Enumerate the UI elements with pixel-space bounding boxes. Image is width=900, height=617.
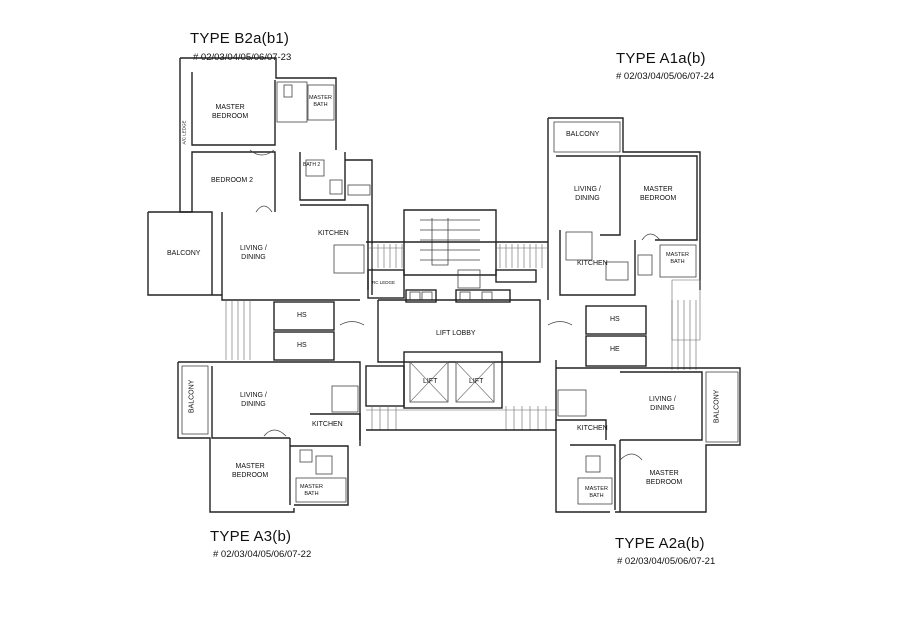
unit-a3-walls xyxy=(177,361,361,513)
room-hs-1: HS xyxy=(297,312,307,319)
room-a2a-living: LIVING / DINING xyxy=(649,396,676,412)
room-a1a-kitchen: KITCHEN xyxy=(577,260,608,267)
lift-1-label: LIFT xyxy=(423,378,438,385)
room-hs-2: HS xyxy=(297,342,307,349)
unit-b2a-walls xyxy=(147,57,373,301)
rc-ledge-label: RC LEDGE xyxy=(372,280,396,285)
type-a3-units: # 02/03/04/05/06/07-22 xyxy=(213,549,312,560)
room-a2a-master-bedroom: MASTER BEDROOM xyxy=(646,470,683,486)
room-a2a-balcony: BALCONY xyxy=(713,389,721,424)
room-a2a-kitchen: KITCHEN xyxy=(577,425,608,432)
room-hs-3: HS xyxy=(610,316,620,323)
ac-ledge-label: A/C LEDGE xyxy=(181,120,187,145)
room-a3-master-bath: MASTER BATH xyxy=(300,484,323,497)
room-hs-4: HE xyxy=(610,346,620,353)
lift-lobby-label: LIFT LOBBY xyxy=(436,330,476,337)
type-a1a-title: TYPE A1a(b) xyxy=(616,50,706,67)
room-a1a-master-bath: MASTER BATH xyxy=(666,252,689,265)
room-b2a-master-bath: MASTER BATH xyxy=(309,95,332,108)
type-a2a-title: TYPE A2a(b) xyxy=(615,535,705,552)
type-b2a-title: TYPE B2a(b1) xyxy=(190,30,290,47)
room-a2a-master-bath: MASTER BATH xyxy=(585,486,608,499)
room-b2a-balcony: BALCONY xyxy=(167,250,201,257)
room-a3-kitchen: KITCHEN xyxy=(312,421,343,428)
room-b2a-kitchen: KITCHEN xyxy=(318,230,349,237)
core-walls xyxy=(365,209,556,431)
room-a3-master-bedroom: MASTER BEDROOM xyxy=(232,463,269,479)
room-a1a-living: LIVING / DINING xyxy=(574,186,601,202)
room-b2a-bedroom2: BEDROOM 2 xyxy=(211,177,254,184)
household-shelters xyxy=(225,300,697,370)
lift-2-label: LIFT xyxy=(469,378,484,385)
type-a1a-units: # 02/03/04/05/06/07-24 xyxy=(616,71,715,82)
room-b2a-bath2: BATH 2 xyxy=(303,162,321,168)
room-a1a-master-bedroom: MASTER BEDROOM xyxy=(640,186,677,202)
room-a3-balcony: BALCONY xyxy=(188,379,196,414)
type-b2a-units: # 02/03/04/05/06/07-23 xyxy=(193,52,292,63)
room-b2a-master-bedroom: MASTER BEDROOM xyxy=(212,104,249,120)
unit-a2a-walls xyxy=(555,360,741,513)
type-a3-title: TYPE A3(b) xyxy=(210,528,292,545)
room-a3-living: LIVING / DINING xyxy=(240,392,267,408)
room-b2a-living: LIVING / DINING xyxy=(240,245,267,261)
unit-a1a-walls xyxy=(547,117,701,341)
type-a2a-units: # 02/03/04/05/06/07-21 xyxy=(617,556,716,567)
room-a1a-balcony: BALCONY xyxy=(566,131,600,138)
